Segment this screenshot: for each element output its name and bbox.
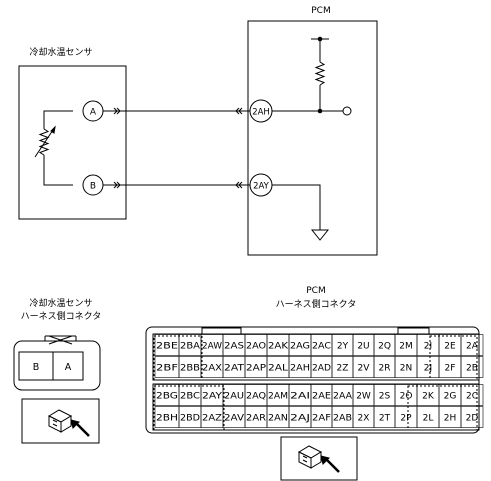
- pcm-pin-label: 2F: [445, 364, 456, 374]
- pcm-pin-label: 2K: [422, 392, 435, 402]
- pcm-pin-label: 2BG: [156, 392, 178, 402]
- pcm-pin-label: 2AE: [312, 392, 331, 402]
- pcm-pin-cell: [460, 334, 484, 356]
- pcm-pin-label: 2AT: [224, 364, 245, 374]
- sensor-pin-a-label: A: [90, 108, 97, 118]
- pcm-pin-label: 2H: [444, 414, 457, 424]
- pcm-pin-label: 2AY: [202, 392, 223, 402]
- pcm-pin-2ay-label: 2AY: [253, 182, 270, 192]
- junction-dot: [317, 108, 323, 114]
- pcm-pin-label: 2AG: [290, 342, 310, 352]
- pcm-pin-label: 2P: [400, 414, 412, 424]
- pcm-pin-label: 2AL: [268, 364, 288, 374]
- pcm-pin-label: 2I: [424, 342, 432, 352]
- pcm-pin-label: 2AO: [246, 342, 266, 352]
- pcm-pin-label: 2AF: [312, 414, 331, 424]
- connector-view-icon: [21, 398, 100, 444]
- pcm-pin-label: 2AX: [202, 364, 222, 374]
- pcm-pin-label: 2BE: [156, 342, 178, 352]
- pcm-pin-label: 2A: [466, 342, 479, 352]
- pcm-pin-label: 2W: [356, 392, 371, 402]
- pcm-pin-cell: [460, 406, 484, 428]
- supply-node-dot: [317, 36, 323, 42]
- sensor-box: [18, 65, 127, 220]
- pcm-pin-label: 2AI: [290, 392, 310, 402]
- pcm-pin-label: 2V: [358, 364, 371, 374]
- sensor-connector-title-line1: 冷却水温センサ: [29, 297, 92, 309]
- connector-view-icon: [280, 436, 358, 481]
- pcm-pin-label: 2J: [424, 364, 432, 374]
- pcm-connector-title-line1: PCM: [306, 286, 325, 296]
- pcm-pin-label: 2AN: [268, 414, 288, 424]
- pcm-pin-label: 2L: [423, 414, 434, 424]
- pcm-pin-label: 2AP: [246, 364, 267, 374]
- pcm-pin-label: 2BH: [156, 414, 178, 424]
- pcm-pin-label: 2Z: [337, 364, 349, 374]
- pcm-pin-label: 2AM: [268, 392, 288, 402]
- pcm-pin-label: 2AR: [246, 414, 266, 424]
- pcm-pin-label: 2C: [466, 392, 478, 402]
- pcm-title: PCM: [311, 6, 330, 16]
- pcm-pin-label: 2AZ: [202, 414, 222, 424]
- pcm-pin-label: 2AQ: [246, 392, 266, 402]
- pcm-pin-cell: [460, 384, 484, 406]
- pcm-pin-label: 2AB: [333, 414, 352, 424]
- pcm-box: [247, 20, 378, 256]
- pcm-pin-label: 2AJ: [290, 414, 310, 424]
- pcm-pin-label: 2E: [444, 342, 456, 352]
- thermistor-symbol: [34, 110, 73, 186]
- pcm-pin-cell: [460, 356, 484, 378]
- pcm-pin-label: 2AA: [333, 392, 353, 402]
- pcm-pin-label: 2S: [379, 392, 391, 402]
- sensor-connector-title-line2: ハーネス側コネクタ: [21, 310, 102, 322]
- pcm-connector-title-line2: ハーネス側コネクタ: [276, 298, 357, 310]
- pcm-pin-label: 2AS: [224, 342, 244, 352]
- pcm-pin-label: 2B: [466, 364, 478, 374]
- pcm-pin-label: 2N: [400, 364, 412, 374]
- pcm-internal-circuit: [272, 38, 352, 241]
- pcm-pin-label: 2AC: [312, 342, 331, 352]
- sensor-pin-b-label: B: [90, 182, 96, 192]
- pcm-pin-label: 2AK: [268, 342, 289, 352]
- pcm-pin-label: 2BD: [180, 414, 200, 424]
- pcm-connector-dashed-groups: [153, 335, 478, 431]
- sensor-connector-cell-a: A: [65, 362, 72, 373]
- pcm-pin-label: 2M: [399, 342, 413, 352]
- sensor-connector-face: [13, 335, 101, 391]
- sensor-connector-cell-b: B: [33, 362, 40, 373]
- pcm-pin-label: 2AH: [290, 364, 310, 374]
- pcm-pin-label: 2BC: [180, 392, 200, 402]
- pcm-pin-label: 2AD: [312, 364, 331, 374]
- pcm-pin-label: 2AV: [224, 414, 245, 424]
- pcm-pin-label: 2AW: [202, 342, 222, 352]
- pcm-pin-label: 2G: [444, 392, 457, 402]
- pcm-pin-label: 2Y: [337, 342, 349, 352]
- pcm-pin-label: 2R: [379, 364, 391, 374]
- pcm-connector-frame: [145, 326, 480, 434]
- pcm-pin-label: 2D: [466, 414, 479, 424]
- pcm-pin-label: 2AU: [224, 392, 244, 402]
- pcm-pin-label: 2Q: [378, 342, 391, 352]
- pcm-pin-label: 2X: [358, 414, 370, 424]
- pcm-pin-label: 2BA: [180, 342, 201, 352]
- pcm-pin-label: 2BB: [180, 364, 200, 374]
- pcm-pin-label: 2T: [379, 414, 391, 424]
- pcm-pin-2ah-label: 2AH: [252, 108, 270, 118]
- pcm-pin-label: 2U: [357, 342, 369, 352]
- pcm-pin-label: 2O: [400, 392, 413, 402]
- sensor-title: 冷却水温センサ: [29, 46, 92, 58]
- pcm-pin-label: 2BF: [156, 364, 178, 374]
